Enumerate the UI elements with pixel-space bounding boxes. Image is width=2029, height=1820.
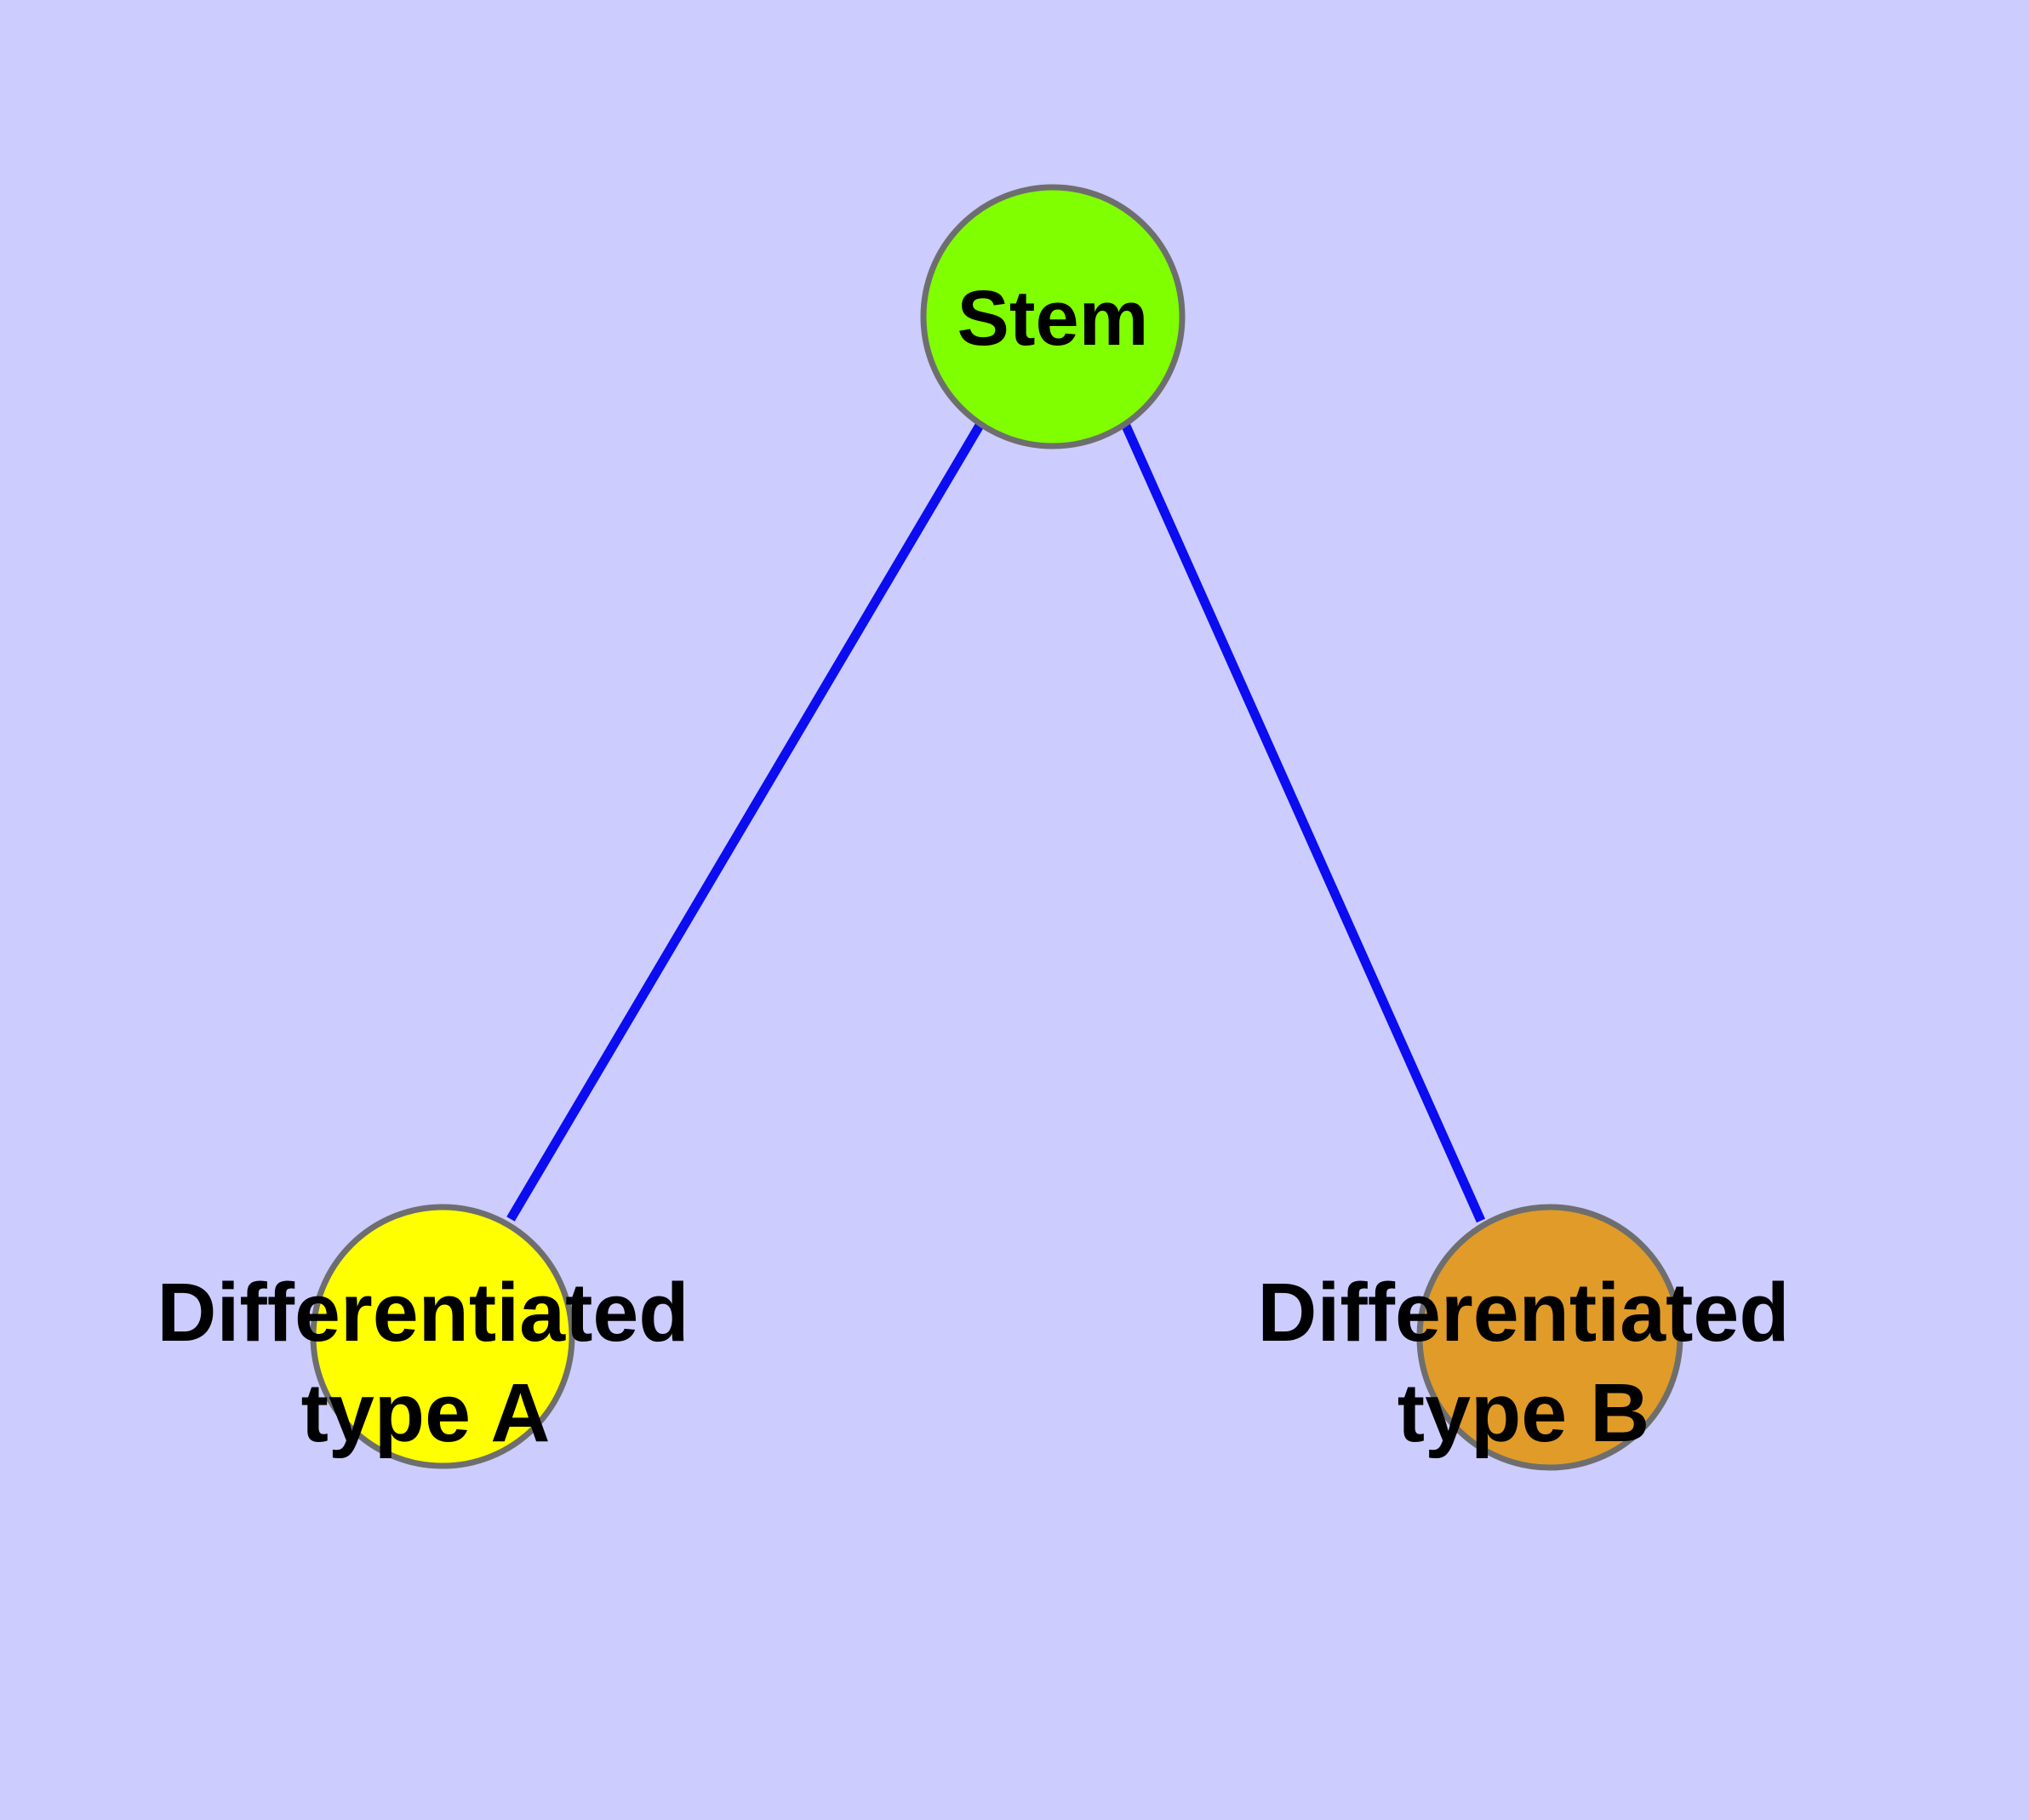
node-type-b-circle[interactable] — [1416, 1204, 1683, 1471]
node-differentiated-type-b[interactable]: Differentiated type B — [1257, 1204, 1790, 1471]
node-type-b-label-line-2: type B — [1397, 1366, 1649, 1459]
node-type-b-label-line-1: Differentiated — [1257, 1266, 1789, 1359]
node-type-a-label-line-1: Differentiated — [157, 1266, 689, 1359]
node-stem-circle[interactable] — [920, 184, 1186, 449]
node-stem[interactable]: Stem — [920, 184, 1186, 449]
node-differentiated-type-a[interactable]: Differentiated type A — [157, 1204, 689, 1469]
node-group: Stem Differentiated type A Differentiate… — [157, 184, 1790, 1471]
edge-stem-to-type-a[interactable] — [506, 421, 985, 1222]
node-stem-label-line-1: Stem — [957, 275, 1149, 362]
node-type-a-circle[interactable] — [310, 1204, 575, 1469]
edge-stem-to-type-b[interactable] — [1120, 421, 1486, 1223]
node-type-a-label-line-2: type A — [301, 1366, 551, 1459]
edge-group — [506, 421, 1486, 1223]
